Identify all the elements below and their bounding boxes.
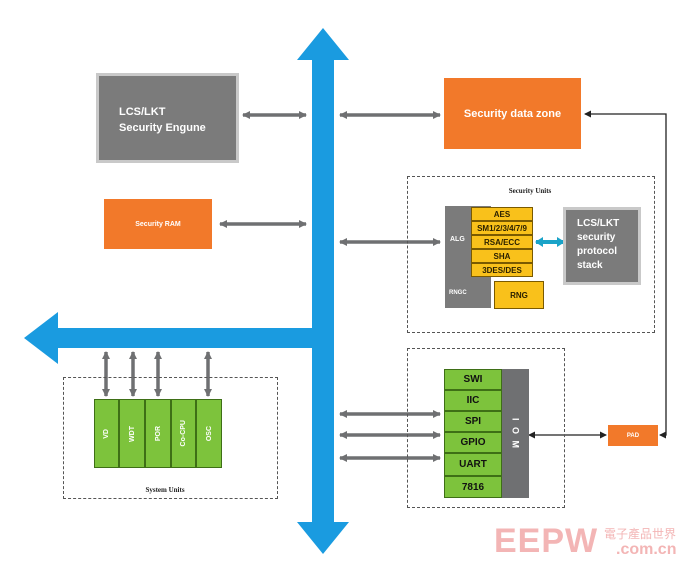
sys-item-co-cpu-label: Co-CPU (180, 420, 187, 447)
security-engine-line1: LCS/LKT (119, 106, 166, 118)
alg-item-rsa-ecc: RSA/ECC (471, 235, 533, 249)
sys-item-por-label: POR (154, 425, 162, 442)
rngc-label: RNGC (449, 290, 467, 296)
sys-item-por: POR (145, 399, 171, 468)
sys-item-osc-label: OSC (205, 425, 213, 442)
sys-item-vd: VD (94, 399, 119, 468)
stack-line1: LCS/LKT (577, 218, 620, 229)
sys-item-co-cpu: Co-CPU (171, 399, 196, 468)
sys-item-osc: OSC (196, 399, 222, 468)
io-item-gpio: GPIO (444, 432, 502, 453)
io-item-uart: UART (444, 453, 502, 476)
protocol-stack-block: LCS/LKT security protocol stack (563, 207, 641, 285)
alg-item-sha: SHA (471, 249, 533, 263)
security-ram-block: Security RAM (104, 199, 212, 249)
system-units-title: System Units (145, 486, 185, 494)
security-units-container (407, 176, 655, 333)
system-units-container (63, 377, 278, 499)
sys-item-vd-label: VD (103, 428, 110, 439)
security-ram-label: Security RAM (135, 220, 181, 228)
pad-block: PAD (608, 425, 658, 446)
io-units-container (407, 348, 565, 508)
stack-line3: protocol (577, 246, 617, 257)
io-item-swi: SWI (444, 369, 502, 390)
io-item-iic: IIC (444, 390, 502, 411)
pad-connectors (528, 110, 667, 439)
security-units-title: Security Units (508, 187, 552, 195)
watermark-brand: EEPW (494, 522, 599, 560)
watermark-tagline: 電子產品世界 (604, 527, 677, 541)
watermark-domain: .com.cn (616, 541, 677, 558)
iom-label: I O M (510, 417, 521, 450)
alg-label: ALG (450, 236, 465, 243)
security-engine-line2: Security Engune (119, 122, 206, 134)
alg-item-sm: SM1/2/3/4/7/9 (471, 221, 533, 235)
gray-bus-arrows (102, 111, 441, 462)
security-engine-block: LCS/LKT Security Engune (96, 73, 239, 163)
io-item-spi: SPI (444, 411, 502, 432)
security-data-zone-label: Security data zone (463, 107, 562, 120)
sys-item-wdt: WDT (119, 399, 145, 468)
rng-block: RNG (494, 281, 544, 309)
io-item-7816: 7816 (444, 476, 502, 498)
alg-item-aes: AES (471, 207, 533, 221)
pad-label: PAD (626, 432, 640, 439)
sys-item-wdt-label: WDT (128, 425, 136, 442)
stack-line2: security (577, 232, 616, 243)
security-data-zone-block: Security data zone (444, 78, 581, 149)
main-vertical-bus (297, 28, 349, 554)
main-horizontal-bus (24, 312, 318, 364)
alg-item-des: 3DES/DES (471, 263, 533, 277)
iom-bar: I O M (502, 369, 529, 498)
stack-line4: stack (577, 260, 603, 271)
